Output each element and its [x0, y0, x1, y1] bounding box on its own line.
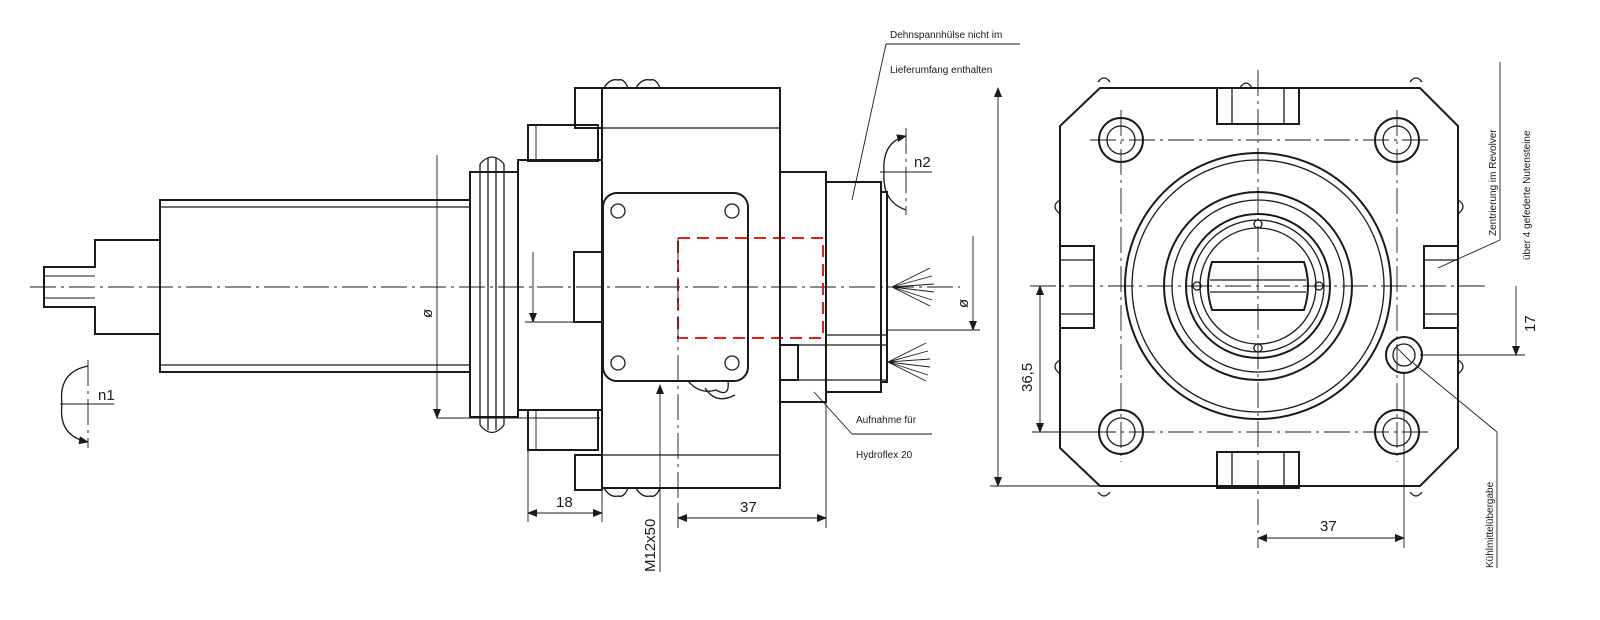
bolt-bottom — [527, 409, 599, 451]
ribbed-flange — [469, 156, 519, 434]
dimension-37-side: 37 — [677, 392, 827, 528]
side-knobs — [1054, 77, 1464, 497]
bolt-top — [527, 124, 599, 162]
coolant-outlet — [1385, 336, 1423, 374]
diameter-dimension-left: ø — [419, 155, 600, 419]
dimension-37-side-value: 37 — [740, 499, 757, 516]
coolant-fitting-side — [687, 380, 729, 394]
n1-label: n1 — [98, 387, 115, 404]
hidden-gear-outline — [677, 237, 824, 339]
cover-plate — [602, 192, 749, 382]
dimension-18-value: 18 — [556, 494, 573, 511]
note-holder-line2: Hydroflex 20 — [856, 450, 913, 461]
dimension-37-front-value: 37 — [1320, 518, 1337, 535]
dimension-37-front: 37 — [1257, 373, 1405, 548]
dimension-17: 17 — [1420, 286, 1539, 356]
note-holder: Aufnahme für Hydroflex 20 — [813, 391, 932, 461]
diameter-symbol-right: ø — [955, 299, 972, 308]
note-sleeve-line1: Dehnspannhülse nicht im — [890, 30, 1002, 41]
note-coolant-text: Kühlmittelübergabe — [1485, 481, 1496, 568]
rotation-symbol-n2: n2 — [880, 128, 932, 215]
note-coolant: Kühlmittelübergabe — [1411, 361, 1498, 568]
coolant-spray-lower — [887, 342, 931, 382]
coolant-spray-upper — [891, 267, 935, 307]
diameter-symbol-left: ø — [419, 309, 436, 318]
rotation-symbol-n1: n1 — [60, 360, 115, 448]
dimension-18: 18 — [527, 450, 603, 522]
note-sleeve: Dehnspannhülse nicht im Lieferumfang ent… — [851, 30, 1020, 201]
diameter-dimension-right: ø — [887, 236, 980, 331]
note-holder-line1: Aufnahme für — [856, 415, 917, 426]
dimension-17-value: 17 — [1522, 315, 1539, 332]
housing-screws — [603, 79, 661, 497]
note-centering: Zentrierung im Revolver über 4 gefederte… — [1437, 62, 1533, 269]
drive-slot — [1192, 219, 1324, 353]
mounting-body — [517, 159, 603, 411]
dimension-36-5: 36,5 — [1019, 285, 1100, 433]
nut-stones — [1059, 87, 1459, 489]
shaft-housing — [159, 199, 471, 373]
output-spindle-face — [880, 191, 888, 383]
thread-dimension-value: M12x50 — [642, 519, 659, 572]
note-centering-line1: Zentrierung im Revolver — [1488, 129, 1499, 236]
side-view: n1 n2 ø ø — [30, 30, 1020, 572]
front-view: 36,5 37 17 Zentrierung im Revolver über … — [990, 62, 1539, 568]
note-centering-line2: über 4 gefederte Nutensteine — [1522, 130, 1533, 260]
main-housing — [601, 87, 781, 489]
note-sleeve-line2: Lieferumfang enthalten — [890, 65, 992, 76]
dimension-36-5-value: 36,5 — [1019, 363, 1036, 392]
diameter-dimension-center — [525, 252, 600, 323]
hydroflex-holder — [779, 344, 799, 381]
thread-dimension: M12x50 — [642, 384, 664, 572]
n2-label: n2 — [914, 154, 931, 171]
front-octagon — [1059, 87, 1459, 487]
